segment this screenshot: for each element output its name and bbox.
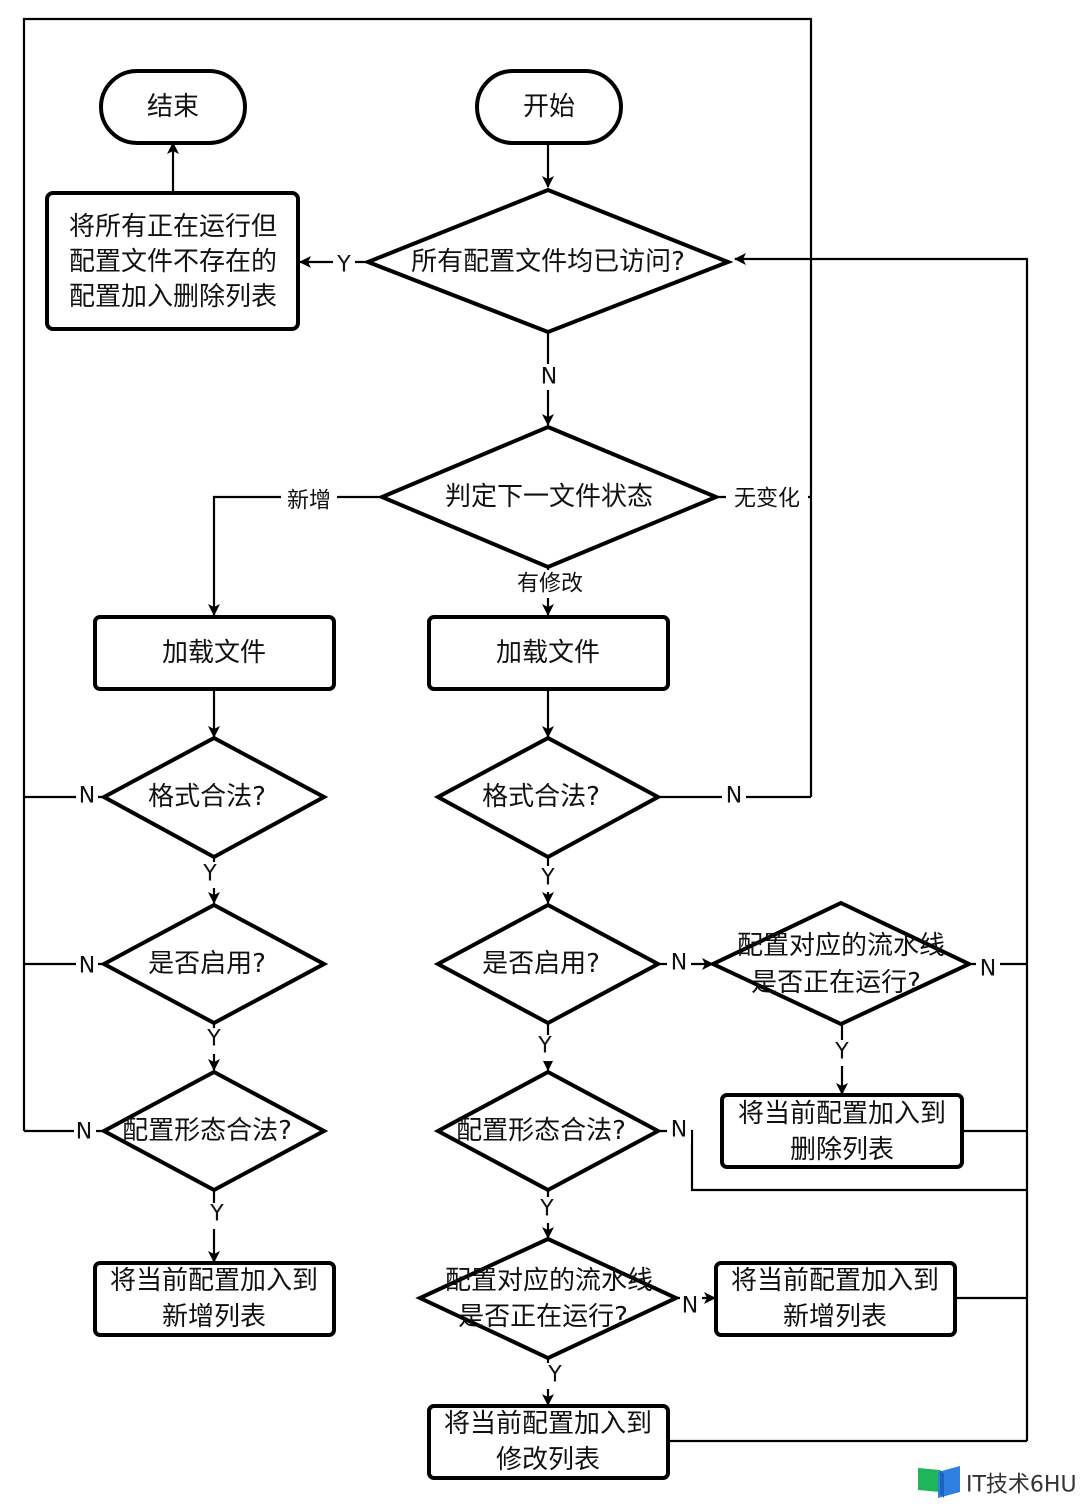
node-file-state: 判定下一文件状态 <box>376 424 722 570</box>
node-format-valid-new: 格式合法? <box>99 735 329 860</box>
node-shape-valid-mod: 配置形态合法? <box>433 1069 663 1193</box>
node-label-line-2: 新增列表 <box>162 1302 266 1332</box>
terminal-shape <box>99 69 247 145</box>
node-label-line-1: 将当前配置加入到 <box>444 1409 652 1439</box>
edge-label-yes: Y <box>336 253 351 278</box>
node-label-line-2: 是否正在运行? <box>458 1302 628 1332</box>
watermark-text: IT技术6HU <box>966 1473 1077 1498</box>
node-label-line-2: 是否正在运行? <box>751 968 921 998</box>
node-add-to-new-list-left: 将当前配置加入到 新增列表 <box>93 1261 336 1337</box>
edge-label-yes: Y <box>202 862 217 887</box>
edge-label-yes: Y <box>539 1197 554 1222</box>
node-label-line-2: 新增列表 <box>783 1302 887 1332</box>
book-logo-icon <box>918 1466 960 1498</box>
node-label: 开始 <box>523 92 575 122</box>
decision-shape <box>99 735 329 860</box>
edge-label-new: 新增 <box>287 489 331 514</box>
node-all-visited: 所有配置文件均已访问? <box>362 187 734 335</box>
terminal-shape <box>475 69 623 145</box>
edge-labels: Y N 新增 无变化 有修改 N Y N Y N Y N Y N N Y Y <box>74 250 1000 1389</box>
node-load-file-mod: 加载文件 <box>427 615 670 691</box>
node-label-line-1: 配置对应的流水线 <box>445 1266 653 1296</box>
decision-shape <box>433 1069 663 1193</box>
node-label-line-2: 配置文件不存在的 <box>69 247 277 277</box>
node-label-line-1: 将当前配置加入到 <box>738 1099 946 1129</box>
node-label: 判定下一文件状态 <box>445 482 653 512</box>
connector-state-new <box>208 495 382 616</box>
node-enabled-new: 是否启用? <box>99 902 329 1026</box>
node-add-to-new-list-right: 将当前配置加入到 新增列表 <box>714 1261 957 1337</box>
decision-shape <box>433 902 663 1026</box>
node-label-line-1: 将当前配置加入到 <box>110 1266 318 1296</box>
node-label: 所有配置文件均已访问? <box>411 247 685 277</box>
edge-label-no: N <box>541 365 557 390</box>
edge-label-unchanged: 无变化 <box>734 487 800 512</box>
node-label-line-2: 删除列表 <box>790 1135 894 1165</box>
decision-shape <box>362 187 734 335</box>
edge-label-yes: Y <box>547 1363 562 1388</box>
edge-label-no: N <box>726 784 742 809</box>
node-add-to-modify-list: 将当前配置加入到 修改列表 <box>427 1404 670 1480</box>
node-label: 加载文件 <box>162 638 266 668</box>
decision-shape <box>433 735 663 860</box>
edge-label-modified: 有修改 <box>517 572 583 597</box>
process-shape <box>720 1093 964 1169</box>
edge-label-no: N <box>671 951 687 976</box>
edge-label-no: N <box>79 954 95 979</box>
decision-shape <box>99 902 329 1026</box>
process-shape <box>427 1404 670 1480</box>
process-shape <box>45 191 300 331</box>
node-label: 格式合法? <box>148 782 266 812</box>
edge-label-no: N <box>76 1120 92 1145</box>
node-label-line-1: 配置对应的流水线 <box>737 931 945 961</box>
node-enabled-mod: 是否启用? <box>433 902 663 1026</box>
decision-shape <box>708 900 974 1027</box>
edge-label-no: N <box>980 957 996 982</box>
node-label: 配置形态合法? <box>122 1116 292 1146</box>
process-shape <box>714 1261 957 1337</box>
node-format-valid-mod: 格式合法? <box>433 735 663 860</box>
decision-shape <box>415 1236 681 1361</box>
edge-label-yes: Y <box>834 1040 849 1065</box>
process-shape <box>427 615 670 691</box>
edge-label-no: N <box>79 784 95 809</box>
decision-shape <box>376 424 722 570</box>
process-shape <box>93 615 336 691</box>
node-label: 格式合法? <box>482 782 600 812</box>
connector-loop-left-to-top <box>22 17 813 1131</box>
node-label: 加载文件 <box>496 638 600 668</box>
node-label: 配置形态合法? <box>456 1116 626 1146</box>
watermark: IT技术6HU <box>918 1466 1077 1498</box>
edge-label-yes: Y <box>537 1034 552 1059</box>
edge-label-no: N <box>671 1118 687 1143</box>
node-end: 结束 <box>99 69 247 145</box>
process-shape <box>93 1261 336 1337</box>
node-label: 结束 <box>147 92 199 122</box>
node-pipeline-running-mod: 配置对应的流水线 是否正在运行? <box>415 1236 681 1361</box>
edge-label-no: N <box>682 1294 698 1319</box>
node-label-line-1: 将所有正在运行但 <box>69 212 277 242</box>
node-label-line-1: 将当前配置加入到 <box>731 1266 939 1296</box>
node-label: 是否启用? <box>482 949 600 979</box>
node-load-file-new: 加载文件 <box>93 615 336 691</box>
edge-label-yes: Y <box>206 1027 221 1052</box>
node-label-line-3: 配置加入删除列表 <box>69 282 277 312</box>
edge-label-yes: Y <box>209 1202 224 1227</box>
node-add-running-to-delete: 将所有正在运行但 配置文件不存在的 配置加入删除列表 <box>45 191 300 331</box>
decision-shape <box>99 1069 329 1193</box>
node-pipeline-running-disabled: 配置对应的流水线 是否正在运行? <box>708 900 974 1027</box>
node-start: 开始 <box>475 69 623 145</box>
connector-right-loop <box>734 253 1029 1441</box>
edge-label-yes: Y <box>540 866 555 891</box>
node-label-line-2: 修改列表 <box>496 1445 600 1475</box>
node-add-to-delete-list: 将当前配置加入到 删除列表 <box>720 1093 964 1169</box>
node-label: 是否启用? <box>148 949 266 979</box>
node-shape-valid-new: 配置形态合法? <box>99 1069 329 1193</box>
